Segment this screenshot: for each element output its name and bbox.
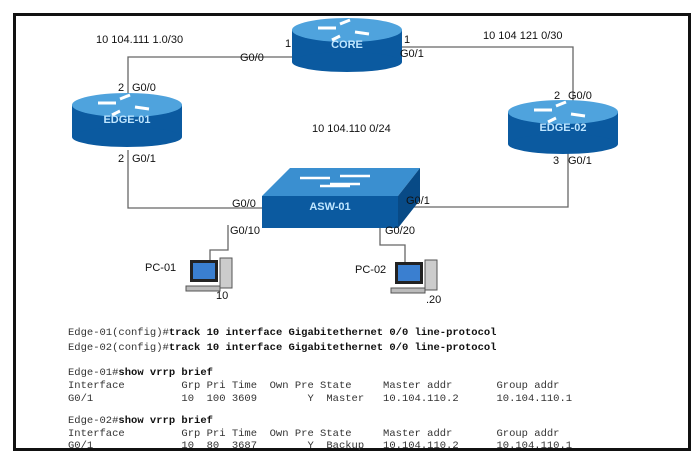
pc2-icon (390, 259, 438, 294)
e2-top-ip: 2 (554, 90, 561, 102)
e2-bot-if: G0/1 (568, 155, 592, 167)
cli-edge1-row: G0/1 10 100 3609 Y Master 10.104.110.2 1… (68, 393, 573, 405)
subnet-lan: 10 104.110 0/24 (312, 123, 391, 135)
link-switch-pc1 (209, 225, 229, 262)
edge1-label: EDGE-01 (103, 114, 151, 126)
sw-pc1-if: G0/10 (230, 225, 260, 237)
cli-edge2-header: Interface Grp Pri Time Own Pre State Mas… (68, 428, 560, 440)
core-label: CORE (331, 39, 363, 51)
frame-border (13, 13, 691, 451)
sw-left-if: G0/0 (232, 198, 256, 210)
link-switch-pc2 (379, 225, 406, 262)
edge2-label: EDGE-02 (539, 122, 587, 134)
e1-top-ip: 2 (118, 82, 125, 94)
pc1-icon (185, 257, 233, 292)
switch-label: ASW-01 (309, 201, 351, 213)
sw-right-if: G0/1 (406, 195, 430, 207)
pc1-label: PC-01 (145, 262, 177, 274)
link-switch-edge2 (398, 152, 569, 208)
pc2-ip: .20 (426, 294, 442, 306)
router-core-icon (292, 18, 402, 72)
core-right-if: G0/1 (400, 48, 424, 60)
e1-bot-ip: 2 (118, 153, 125, 165)
cli-line-2: Edge-02(config)#track 10 interface Gigab… (68, 342, 497, 354)
link-edge1-switch (127, 150, 265, 209)
cli-edge1-cmd: Edge-01#show vrrp brief (68, 367, 213, 379)
e1-top-if: G0/0 (132, 82, 156, 94)
pc2-label: PC-02 (355, 264, 387, 276)
core-right-ip: 1 (404, 34, 411, 46)
link-core-edge2 (400, 46, 574, 105)
core-left-if: G0/0 (240, 52, 264, 64)
cli-line-1: Edge-01(config)#track 10 interface Gigab… (68, 327, 497, 339)
cli-edge2-cmd: Edge-02#show vrrp brief (68, 415, 213, 427)
core-left-ip: 1 (285, 38, 292, 50)
cli-edge1-header: Interface Grp Pri Time Own Pre State Mas… (68, 380, 560, 392)
subnet-right: 10 104 121 0/30 (483, 30, 563, 42)
switch-icon (262, 168, 420, 228)
e2-top-if: G0/0 (568, 90, 592, 102)
link-edge1-core (127, 56, 292, 100)
router-edge1-icon (72, 93, 182, 147)
e2-bot-ip: 3 (553, 155, 560, 167)
sw-pc2-if: G0/20 (385, 225, 415, 237)
cli-edge2-row: G0/1 10 80 3687 Y Backup 10.104.110.2 10… (68, 440, 573, 452)
router-edge2-icon (508, 100, 618, 154)
e1-bot-if: G0/1 (132, 153, 156, 165)
subnet-left: 10 104.111 1.0/30 (96, 34, 184, 46)
pc1-ip: 10 (216, 290, 229, 302)
